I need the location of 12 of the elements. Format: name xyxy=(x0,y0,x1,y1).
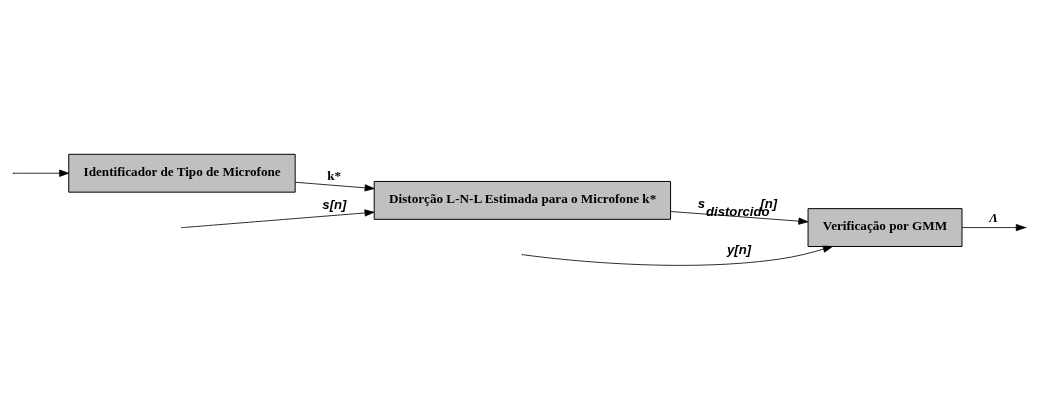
node-box: Verificação por GMM xyxy=(807,207,963,247)
edge-label: y[n] xyxy=(726,241,752,257)
arrow xyxy=(182,208,375,228)
arrow xyxy=(13,169,70,177)
node-box: Distorção L-N-L Estimada para o Microfone k* xyxy=(373,180,672,220)
arrow xyxy=(294,181,375,191)
arrow xyxy=(522,245,833,266)
edge-label: k* xyxy=(327,167,342,183)
edge-label: s[n] xyxy=(322,196,347,212)
arrow xyxy=(670,210,809,225)
node-box: Identificador de Tipo de Microfone xyxy=(68,153,296,193)
edge-label: Λ xyxy=(989,209,998,225)
